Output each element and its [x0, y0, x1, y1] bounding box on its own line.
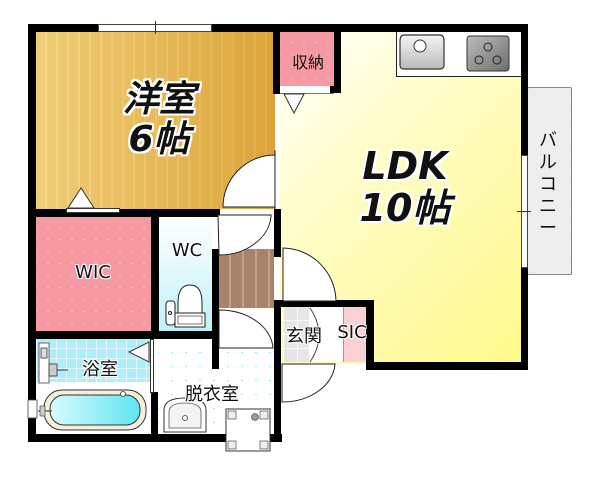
storage-closet — [280, 31, 334, 86]
wall-storage-bottom-edge — [330, 86, 341, 93]
shower-icon — [38, 342, 68, 384]
sic-closet — [343, 307, 367, 362]
door-yoshitsu — [222, 150, 276, 210]
wall-wc-right — [212, 249, 219, 369]
balcony-label: バルコニー — [539, 130, 557, 239]
balcony — [527, 87, 572, 275]
kitchen-sink-icon — [399, 34, 445, 70]
storage-opening-marker — [283, 93, 305, 115]
wall-storage-right — [334, 24, 341, 93]
yoshitsu-closet-sill — [66, 208, 120, 213]
wall-genkan-right — [366, 300, 374, 370]
yoshitsu-opening-marker — [67, 187, 95, 209]
washing-machine-pan-icon — [225, 408, 271, 452]
wc-label: WC — [171, 240, 203, 261]
wall-dressing-right — [274, 300, 281, 442]
wall-outer-left — [28, 24, 36, 442]
wall-yoshitsu-bottom — [28, 209, 220, 217]
wall-outer-top-right — [275, 24, 528, 32]
door-dressing — [218, 309, 274, 349]
wall-wic-bottom — [28, 331, 219, 339]
ldk-size: 10帖 — [359, 186, 451, 230]
door-entrance — [281, 363, 336, 403]
bathtub-icon — [27, 389, 147, 431]
wall-bath-right — [151, 392, 158, 440]
bathroom-label: 浴室 — [82, 359, 118, 380]
wall-yoshitsu-right-top — [273, 24, 280, 94]
entrance-label: 玄関 — [286, 326, 322, 347]
dressing-room-label: 脱衣室 — [185, 384, 239, 405]
ldk-label: LDK 10帖 — [340, 145, 470, 229]
window-balcony-divider — [517, 211, 531, 212]
washbasin-icon — [163, 397, 207, 433]
gas-stove-icon — [466, 35, 510, 72]
western-room-size: 6帖 — [128, 119, 190, 160]
storage-label: 収納 — [291, 53, 324, 72]
hallway — [218, 249, 274, 309]
sic-label: SIC — [337, 322, 367, 343]
bath-opening-marker — [127, 341, 150, 363]
western-room-label: 洋室 6帖 — [104, 80, 214, 160]
wall-wic-right — [151, 209, 159, 339]
wall-storage-bottom — [273, 86, 280, 94]
wall-outer-right-upper — [521, 24, 528, 155]
wall-hall-right — [274, 209, 281, 257]
toilet-icon — [165, 284, 206, 328]
bath-door-panel — [150, 339, 154, 393]
wic-label: WIC — [75, 262, 111, 283]
storage-closet-shelf — [280, 86, 334, 94]
ldk-name: LDK — [362, 144, 448, 188]
door-hall-ldk — [282, 247, 337, 302]
window-divider — [155, 21, 156, 34]
wall-genkan-top — [274, 300, 374, 307]
door-wc — [217, 214, 272, 256]
wall-ldk-bottom — [370, 362, 528, 370]
door-genkan-inner — [309, 307, 320, 363]
western-room-name: 洋室 — [122, 79, 195, 120]
wall-outer-right-lower — [521, 268, 528, 370]
wic-room — [36, 216, 152, 332]
dressing-room-upper — [158, 339, 214, 359]
